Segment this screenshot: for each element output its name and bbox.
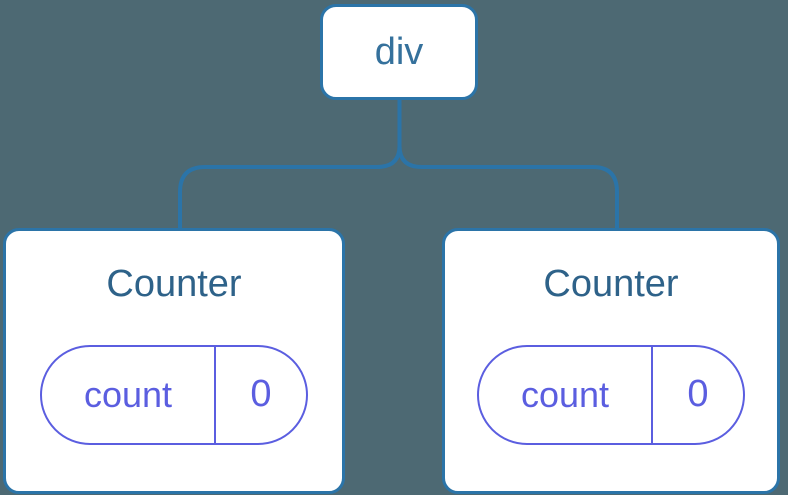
state-key: count (42, 346, 216, 443)
state-pill: count 0 (40, 344, 308, 445)
counter-title: Counter (106, 263, 242, 305)
root-node-div: div (320, 4, 478, 100)
state-value: 0 (687, 373, 709, 416)
state-key: count (479, 346, 653, 443)
counter-title: Counter (543, 263, 679, 305)
root-node-label: div (374, 30, 424, 73)
state-value: 0 (250, 373, 272, 416)
state-pill: count 0 (477, 344, 745, 445)
counter-card-left: Counter count 0 (3, 228, 345, 494)
counter-card-right: Counter count 0 (442, 228, 780, 494)
